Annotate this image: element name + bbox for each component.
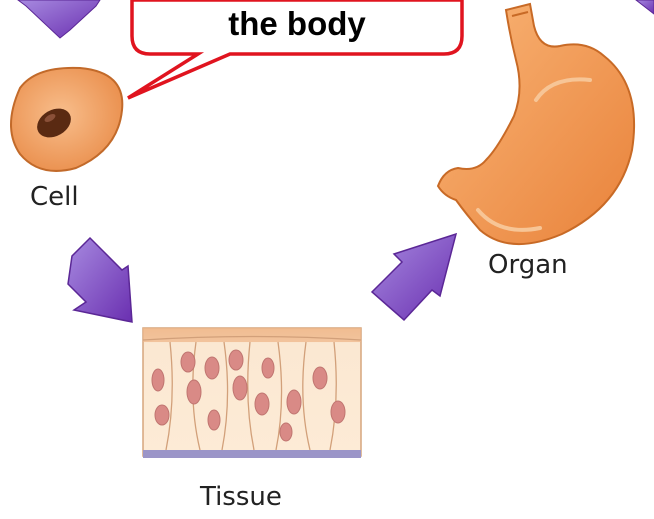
label-cell: Cell xyxy=(30,182,79,212)
arrow-top-right xyxy=(636,0,654,14)
tissue-illustration xyxy=(143,328,361,458)
arrow-top-left xyxy=(18,0,100,38)
label-tissue: Tissue xyxy=(200,482,282,512)
label-organ: Organ xyxy=(488,250,568,280)
cell-illustration xyxy=(11,68,122,171)
organ-illustration xyxy=(438,4,634,244)
arrow-tissue-to-organ xyxy=(372,234,456,320)
arrow-cell-to-tissue xyxy=(68,238,132,322)
callout-text: the body xyxy=(130,4,464,44)
